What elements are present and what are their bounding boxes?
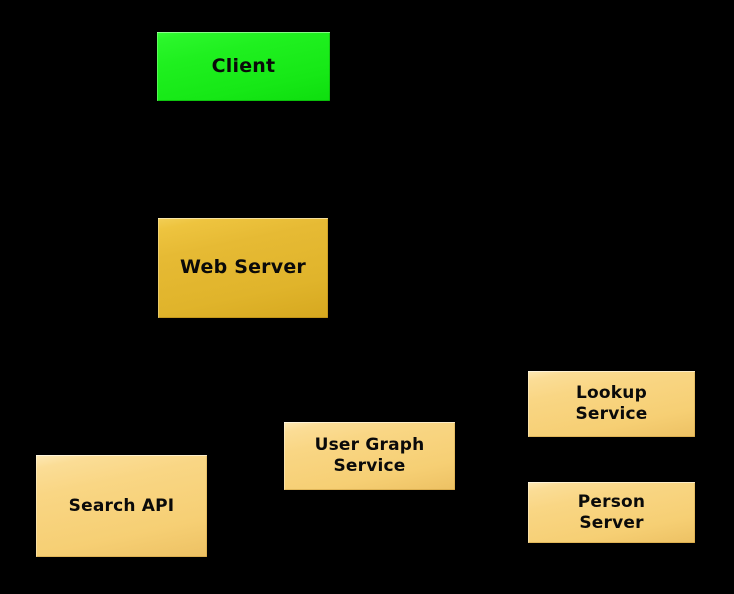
node-user-graph-service-label: User Graph Service <box>314 435 425 476</box>
edge-web-server-to-user-graph-service <box>289 317 370 423</box>
node-person-server-label: Person Server <box>577 491 646 533</box>
edge-user-graph-to-person-server <box>454 469 529 506</box>
node-web-server-label: Web Server <box>180 256 306 279</box>
node-lookup-service[interactable]: Lookup Service <box>528 371 695 437</box>
node-lookup-service-label: Lookup Service <box>575 383 648 424</box>
node-client-label: Client <box>211 54 276 77</box>
node-client[interactable]: Client <box>157 32 330 101</box>
edge-web-server-to-lookup-service <box>327 289 529 399</box>
node-person-server[interactable]: Person Server <box>528 482 695 543</box>
node-web-server[interactable]: Web Server <box>158 218 328 318</box>
node-search-api[interactable]: Search API <box>36 455 207 557</box>
edge-web-server-to-search-api <box>120 317 201 456</box>
node-search-api-label: Search API <box>68 495 175 516</box>
node-user-graph-service[interactable]: User Graph Service <box>284 422 455 490</box>
